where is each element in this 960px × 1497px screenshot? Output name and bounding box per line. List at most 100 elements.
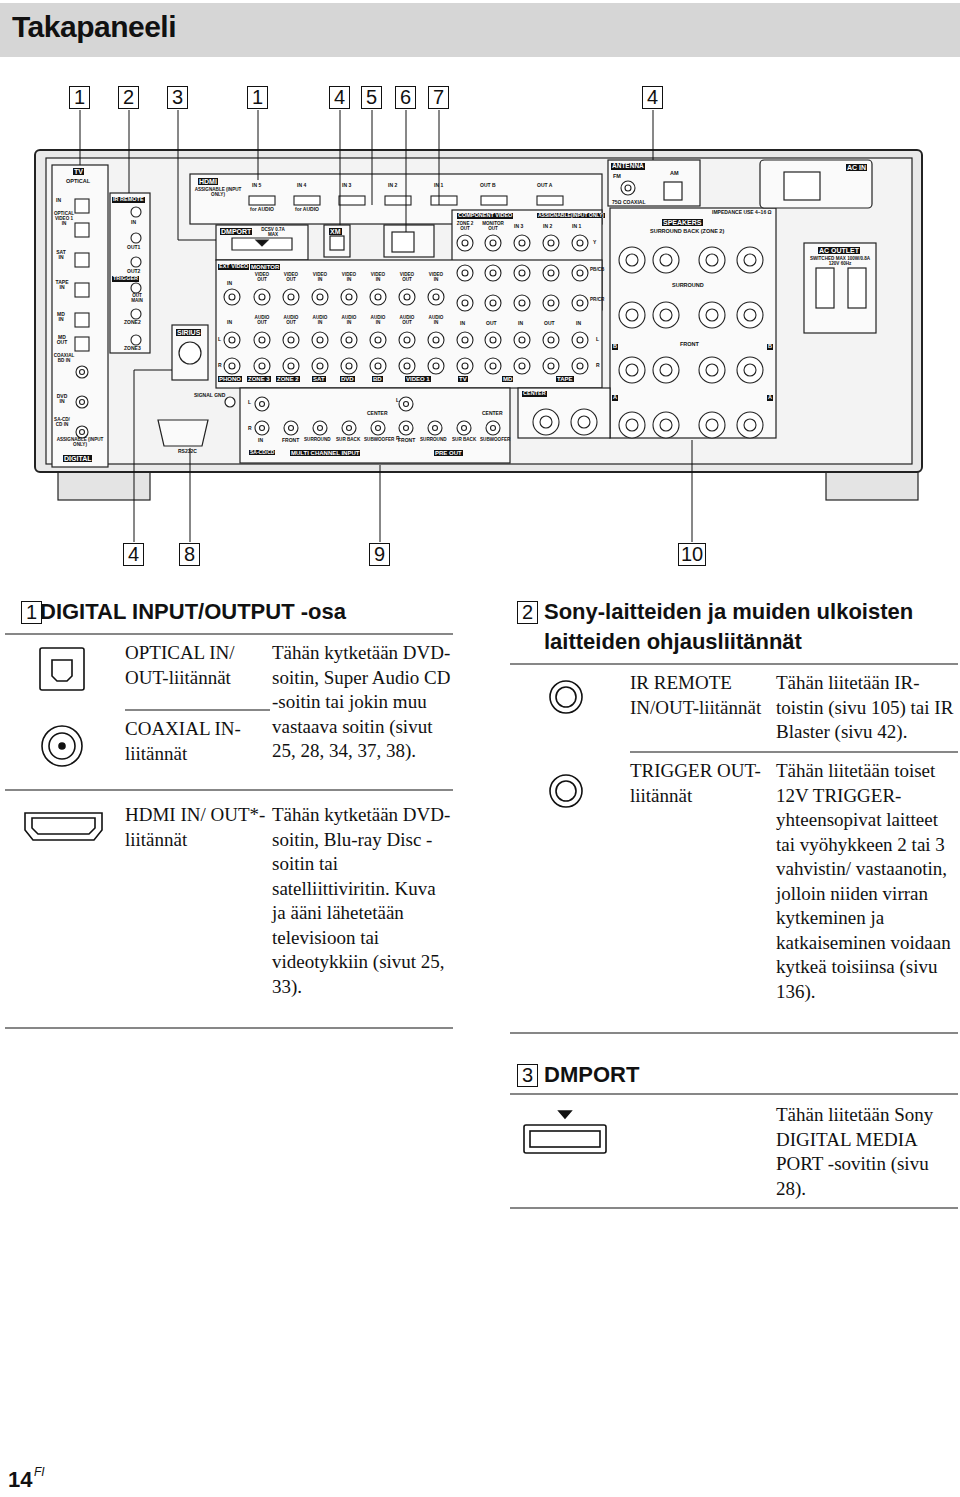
jack-symbol: [76, 426, 88, 438]
jack-symbol: [548, 300, 554, 306]
panel-label: SURROUND: [304, 438, 331, 443]
panel-label: AUDIO IN: [339, 316, 359, 326]
jack-symbol: [283, 332, 299, 348]
jack-symbol: [399, 421, 413, 435]
port-symbol: [431, 196, 457, 205]
panel-label: IR REMOTE: [112, 197, 145, 203]
jack-symbol: [706, 364, 718, 376]
jack-symbol: [399, 332, 415, 348]
jack-symbol: [519, 270, 525, 276]
panel-label: AC OUTLET: [818, 247, 860, 254]
jack-symbol: [457, 295, 473, 311]
jack-symbol: [254, 289, 270, 305]
leader-lines: [80, 110, 692, 542]
panel-label: MD IN: [54, 312, 68, 323]
jack-symbol: [572, 265, 588, 281]
panel-label: IN: [56, 198, 61, 203]
jack-symbol: [433, 294, 439, 300]
panel-label: TAPE: [556, 376, 574, 382]
port-symbol: [75, 223, 89, 237]
panel-label: TAPE IN: [54, 280, 70, 291]
jack-symbol: [433, 363, 439, 369]
jack-symbol: [433, 426, 438, 431]
panel-label: PHONO: [218, 376, 242, 382]
jack-symbol: [260, 402, 265, 407]
panel-label: ZONE 2: [276, 376, 300, 382]
jack-symbol: [259, 294, 265, 300]
jack-symbol: [660, 364, 672, 376]
panel-label: FM: [613, 174, 621, 180]
jack-symbol: [254, 332, 270, 348]
jack-symbol: [375, 363, 381, 369]
panel-label: AUDIO OUT: [251, 316, 273, 326]
callout-number: 6: [395, 86, 416, 109]
port-symbol: [294, 196, 320, 205]
jack-symbol: [289, 426, 294, 431]
jack-symbol: [428, 332, 444, 348]
jack-symbol: [490, 240, 496, 246]
jack-symbol: [80, 430, 85, 435]
panel-label: 75Ω COAXIAL: [612, 200, 645, 205]
panel-label: AUDIO IN: [426, 316, 446, 326]
jack-symbol: [346, 337, 352, 343]
jack-symbol: [514, 295, 530, 311]
panel-label: MULTI CHANNEL INPUT: [290, 450, 360, 456]
jack-symbol: [577, 300, 583, 306]
jack-symbol: [80, 370, 85, 375]
port-symbol: [75, 313, 89, 327]
panel-label: IN 5: [252, 183, 261, 188]
panel-label: SWITCHED MAX 100W/0.8A 120V 60Hz: [808, 257, 872, 267]
panel-label: SIRIUS: [176, 329, 201, 336]
jack-symbol: [485, 295, 501, 311]
jack-symbol: [404, 337, 410, 343]
jack-symbol: [653, 412, 679, 438]
jack-symbol: [318, 426, 323, 431]
table-cell: Tähän liitetään Sony DIGITAL MEDIA PORT …: [776, 1103, 956, 1201]
panel-label: OUT A: [537, 183, 552, 188]
jack-symbol: [653, 247, 679, 273]
panel-label: FRONT: [398, 438, 415, 443]
jack-symbol: [543, 235, 559, 251]
table-cell: Tähän kytketään DVD-soitin, Blu-ray Disc…: [272, 803, 452, 999]
jack-symbol: [737, 357, 763, 383]
panel-label: R: [218, 363, 222, 368]
jack-symbol: [548, 270, 554, 276]
jack-symbol: [370, 289, 386, 305]
panel-label: OPTICAL: [66, 179, 90, 185]
panel-label: CENTER: [522, 391, 547, 397]
panel-label: MONITOR OUT: [482, 222, 504, 232]
jack-symbol: [619, 412, 645, 438]
callout-number: 10: [678, 543, 706, 566]
panel-label: IN: [576, 321, 581, 326]
panel-label: IN: [227, 281, 232, 286]
section-heading: DIGITAL INPUT/OUTPUT -osa: [40, 597, 346, 627]
panel-label: DCSV 0.7A MAX: [258, 228, 288, 238]
panel-label: A: [767, 395, 773, 401]
panel-label: VIDEO IN: [310, 273, 330, 283]
panel-label: DVD IN: [54, 394, 70, 405]
jack-symbol: [490, 337, 496, 343]
panel-label: OUT MAIN: [126, 294, 148, 304]
port-symbol: [75, 337, 89, 351]
jack-symbol: [428, 358, 444, 374]
jack-symbol: [317, 363, 323, 369]
callout-number: 8: [179, 543, 200, 566]
panel-label: PR/CR: [590, 298, 604, 303]
panel-label: ASSIGNABLE(INPUT ONLY): [537, 213, 605, 218]
panel-label: MD: [502, 376, 513, 382]
jack-symbol: [370, 358, 386, 374]
jack-symbol: [514, 265, 530, 281]
port-symbol: [385, 196, 411, 205]
jack-symbol: [706, 419, 718, 431]
jack-symbol: [341, 289, 357, 305]
panel-label: SUBWOOFER: [364, 438, 394, 443]
panel-label: EXT VIDEO: [218, 264, 249, 270]
table-cell: COAXIAL IN-liitännät: [125, 717, 270, 766]
jack-symbol: [283, 358, 299, 374]
panel-label: CENTER: [482, 411, 503, 416]
page-number: 14: [8, 1468, 32, 1491]
jack-symbol: [578, 416, 590, 428]
jack-symbol: [626, 309, 638, 321]
jack-symbol: [404, 402, 409, 407]
table-cell: TRIGGER OUT-liitännät: [630, 759, 772, 808]
